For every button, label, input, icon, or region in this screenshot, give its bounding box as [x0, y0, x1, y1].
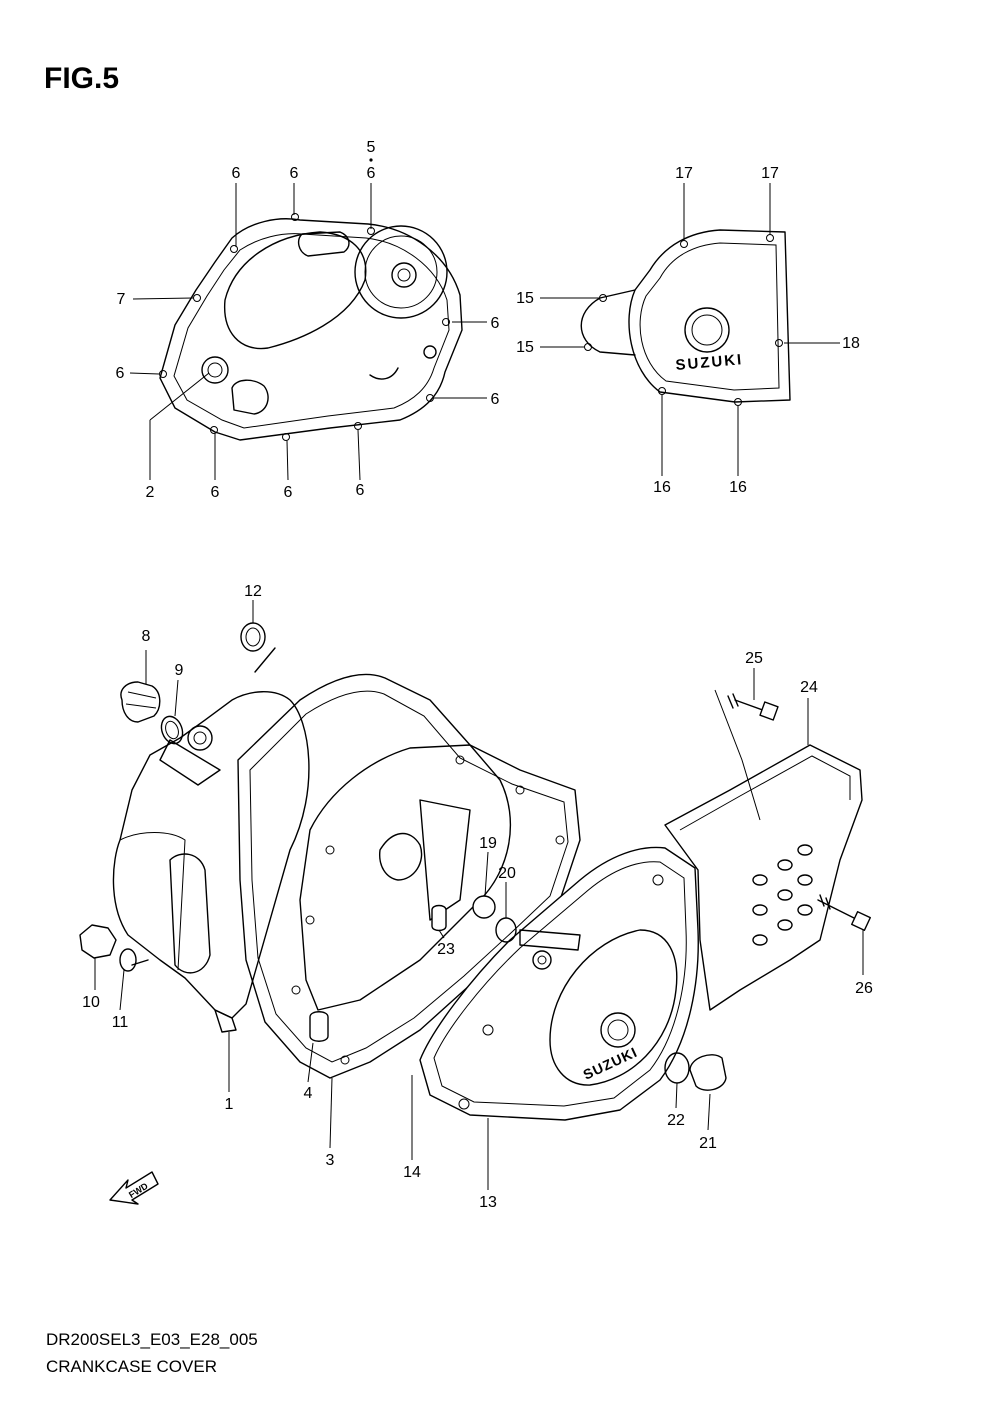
callout-25: 25 [745, 650, 763, 667]
callout-15: 15 [516, 290, 534, 307]
brand-mark-suzuki: SUZUKI [675, 351, 744, 374]
callout-3: 3 [326, 1152, 335, 1169]
callout-24: 24 [800, 679, 818, 696]
callout-17: 17 [675, 165, 693, 182]
callout-6: 6 [232, 165, 241, 182]
callout-9: 9 [175, 662, 184, 679]
figure-title: FIG.5 [44, 62, 120, 95]
callout-16: 16 [729, 479, 747, 496]
callout-19: 19 [479, 835, 497, 852]
callout-12: 12 [244, 583, 262, 600]
callout-14: 14 [403, 1164, 421, 1181]
clutch-cover-inner-view [159, 213, 463, 441]
callout-11: 11 [112, 1014, 129, 1031]
callout-6: 6 [116, 365, 125, 382]
callout-26: 26 [855, 980, 873, 997]
callout-16: 16 [653, 479, 671, 496]
callout-18: 18 [842, 335, 860, 352]
diagram-caption: CRANKCASE COVER [46, 1357, 217, 1376]
callout-5: 5 [367, 139, 376, 156]
callout-6: 6 [211, 484, 220, 501]
callout-17: 17 [761, 165, 779, 182]
callout-22: 22 [667, 1112, 685, 1129]
crankcase-cover-assembly: SUZUKI [79, 622, 872, 1121]
callout-6: 6 [491, 315, 500, 332]
callout-15: 15 [516, 339, 534, 356]
magneto-cover-view: SUZUKI [580, 229, 791, 406]
callout-6: 6 [290, 165, 299, 182]
callout-10: 10 [82, 994, 100, 1011]
callout-1: 1 [225, 1096, 234, 1113]
callout-20: 20 [498, 865, 516, 882]
callout-6: 6 [491, 391, 500, 408]
callout-2: 2 [146, 484, 155, 501]
callout-7: 7 [117, 291, 126, 308]
callout-6: 6 [367, 165, 376, 182]
callout-21: 21 [699, 1135, 717, 1152]
diagram-code: DR200SEL3_E03_E28_005 [46, 1330, 258, 1349]
callout-23: 23 [437, 941, 455, 958]
callout-8: 8 [142, 628, 151, 645]
callout-6: 6 [284, 484, 293, 501]
callout-dot [369, 158, 373, 162]
callout-6: 6 [356, 482, 365, 499]
callout-13: 13 [479, 1194, 497, 1211]
fwd-arrow: FWD [109, 1171, 159, 1205]
callout-labels: 5 6 6 6 7 6 6 6 2 6 6 6 17 17 15 15 18 1… [82, 139, 873, 1211]
callout-4: 4 [304, 1085, 313, 1102]
leader-lines [94, 183, 864, 1190]
